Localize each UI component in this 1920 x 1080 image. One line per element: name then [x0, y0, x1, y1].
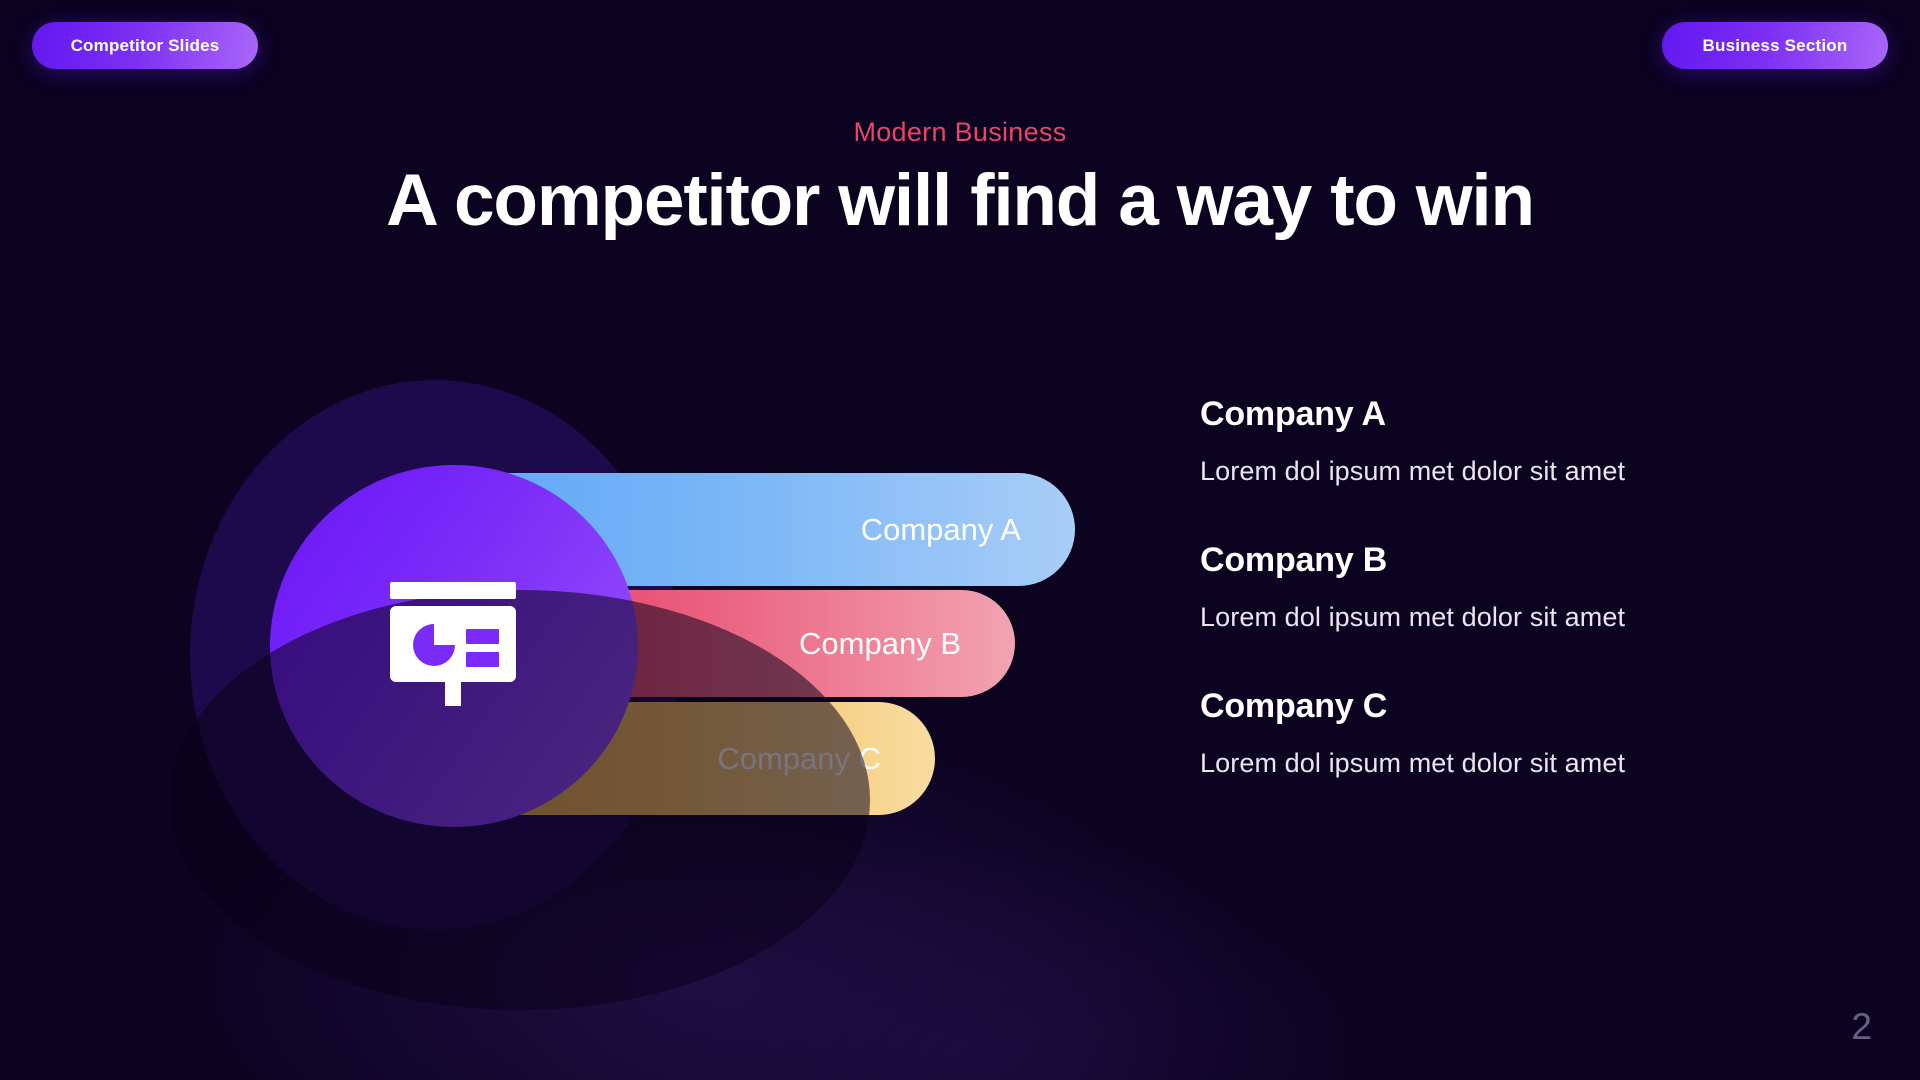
- detail-description-company-a: Lorem dol ipsum met dolor sit amet: [1200, 456, 1626, 486]
- list-item: Company B Lorem dol ipsum met dolor sit …: [1200, 541, 1840, 633]
- company-details-list: Company A Lorem dol ipsum met dolor sit …: [1200, 395, 1840, 779]
- detail-title-company-b: Company B: [1200, 541, 1388, 579]
- detail-description-company-b: Lorem dol ipsum met dolor sit amet: [1200, 602, 1626, 632]
- competitor-slides-pill-label: Competitor Slides: [70, 35, 220, 55]
- presentation-board-icon: [388, 582, 518, 710]
- bar-company-a-label: Company A: [860, 511, 1021, 547]
- shadow-overlay-circle: [170, 590, 870, 1010]
- list-item: Company C Lorem dol ipsum met dolor sit …: [1200, 687, 1840, 779]
- detail-title-company-c: Company C: [1200, 687, 1388, 725]
- detail-description-company-c: Lorem dol ipsum met dolor sit amet: [1200, 748, 1626, 778]
- competitor-graphic: Company A Company B Company C: [150, 360, 1150, 1010]
- business-section-pill-label: Business Section: [1702, 35, 1848, 55]
- bar-company-b-label: Company B: [799, 625, 961, 661]
- page-number: 2: [1851, 1006, 1872, 1047]
- list-item: Company A Lorem dol ipsum met dolor sit …: [1200, 395, 1840, 487]
- detail-title-company-a: Company A: [1200, 395, 1386, 433]
- business-section-pill[interactable]: Business Section: [1662, 22, 1888, 69]
- page-title: A competitor will find a way to win: [386, 160, 1535, 241]
- eyebrow-text: Modern Business: [853, 117, 1067, 147]
- competitor-slides-pill[interactable]: Competitor Slides: [32, 22, 258, 69]
